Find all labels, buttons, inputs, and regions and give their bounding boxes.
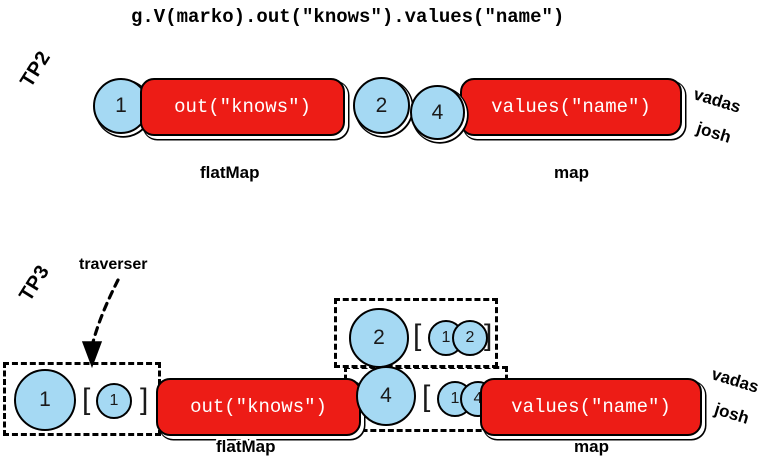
tp3-step-map-expr: values("name") bbox=[511, 396, 671, 418]
tp3-result-josh: josh bbox=[712, 399, 752, 428]
tp2-result-vadas: vadas bbox=[691, 84, 744, 117]
tp3-traverser-2-bracket-close: ] bbox=[484, 319, 493, 352]
row-label-tp3: TP3 bbox=[15, 261, 55, 306]
tp2-step-label-flatmap: flatMap bbox=[200, 163, 260, 182]
tp2-result-josh: josh bbox=[694, 118, 734, 147]
tp3-traverser-in-object: 1 bbox=[14, 369, 76, 431]
row-label-tp2: TP2 bbox=[16, 47, 56, 92]
tp3-traverser-4-object: 4 bbox=[356, 366, 416, 426]
tp3-step-flatmap: out("knows") bbox=[156, 378, 361, 436]
tp2-step-map-expr: values("name") bbox=[491, 96, 651, 118]
tp3-step-map: values("name") bbox=[480, 378, 702, 436]
tp2-traverser-start: 1 bbox=[93, 78, 149, 134]
tp3-step-label-flatmap: flatMap bbox=[216, 437, 276, 456]
tp2-traverser-4: 4 bbox=[410, 85, 465, 140]
tp3-traverser-2-path-2: 2 bbox=[452, 320, 488, 356]
tp3-traverser-2-bracket-open: [ bbox=[413, 319, 422, 352]
tp3-result-vadas: vadas bbox=[709, 364, 762, 397]
traverser-annotation-label: traverser bbox=[79, 256, 148, 273]
tp3-traverser-2-object: 2 bbox=[349, 308, 409, 368]
tp3-traverser-in-bracket-close: ] bbox=[140, 383, 149, 416]
tp2-traverser-2: 2 bbox=[353, 77, 410, 134]
tp3-traverser-in-path-1: 1 bbox=[96, 383, 132, 419]
tp2-step-label-map: map bbox=[554, 163, 589, 182]
tp2-step-map: values("name") bbox=[460, 78, 682, 136]
tp3-traverser-4-bracket-open: [ bbox=[422, 380, 431, 413]
page-title: g.V(marko).out("knows").values("name") bbox=[131, 6, 565, 28]
tp2-step-flatmap: out("knows") bbox=[140, 78, 345, 136]
tp3-step-label-map: map bbox=[574, 437, 609, 456]
tp3-traverser-in-bracket-open: [ bbox=[82, 383, 91, 416]
tp3-step-flatmap-expr: out("knows") bbox=[190, 396, 327, 418]
tp2-step-flatmap-expr: out("knows") bbox=[174, 96, 311, 118]
